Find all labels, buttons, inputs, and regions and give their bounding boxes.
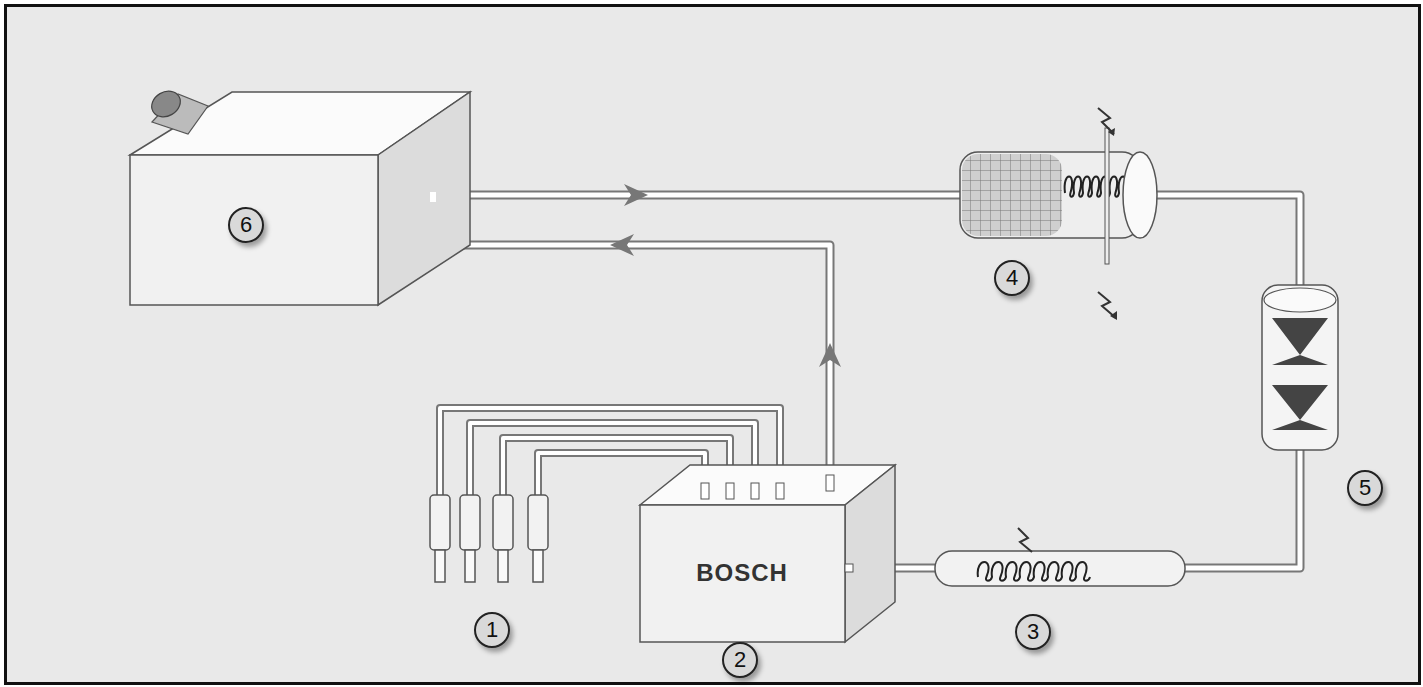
callout-number: 6 <box>228 207 264 243</box>
return-line <box>430 234 841 465</box>
pump-brand-label: BOSCH <box>696 559 788 587</box>
callout-number: 5 <box>1347 470 1383 506</box>
fuel-heater <box>935 528 1185 586</box>
injection-pump-outline <box>640 465 895 642</box>
water-separator-filter <box>960 108 1157 320</box>
callout-number: 3 <box>1015 614 1051 650</box>
fuel-tank-outline <box>130 92 430 305</box>
fuel-filter <box>1262 285 1338 450</box>
arrow-head <box>819 343 841 367</box>
pipe-stroke <box>430 245 830 465</box>
callout-number: 1 <box>474 612 510 648</box>
injectors <box>430 495 548 582</box>
fuel-tank: 6 <box>130 92 430 305</box>
flow-arrow <box>624 184 648 206</box>
callout-number: 2 <box>722 642 758 678</box>
arrow-head <box>610 234 634 256</box>
pipe-stroke <box>430 245 830 465</box>
callout-number: 4 <box>994 260 1030 296</box>
injection-pump: BOSCH <box>640 465 895 642</box>
